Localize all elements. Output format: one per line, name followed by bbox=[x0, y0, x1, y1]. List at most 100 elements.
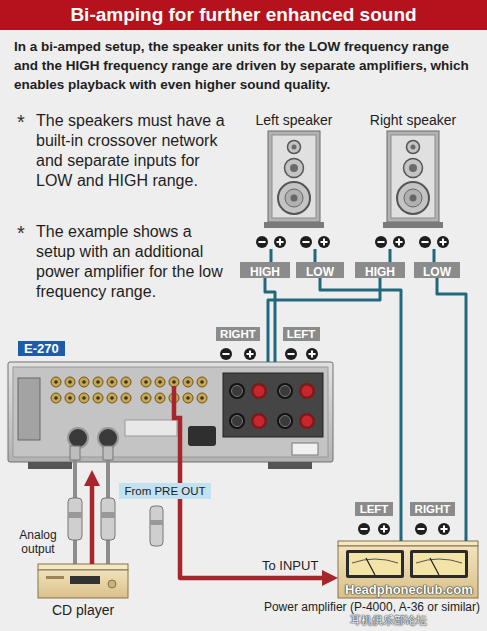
power-amplifier-body bbox=[366, 558, 375, 575]
amplifier-rear-panel bbox=[93, 377, 103, 387]
amplifier-rear-panel bbox=[223, 373, 323, 437]
balanced-cable bbox=[103, 446, 113, 460]
power-amplifier-body bbox=[338, 541, 478, 546]
channel-symbols bbox=[220, 348, 232, 360]
amplifier-rear-panel bbox=[251, 383, 267, 399]
cd-player-body bbox=[70, 576, 100, 584]
channel-symbols bbox=[358, 523, 370, 535]
amplifier-rear-panel bbox=[65, 393, 75, 403]
node-heading: CD player bbox=[52, 602, 114, 618]
power-amplifier-body bbox=[338, 546, 478, 598]
amplifier-rear-panel bbox=[65, 377, 75, 387]
amplifier-rear-panel bbox=[93, 393, 103, 403]
amplifier-rear-panel bbox=[268, 462, 312, 469]
tag-text: LOW bbox=[306, 264, 334, 280]
amplifier-rear-panel bbox=[28, 462, 72, 469]
bullet-mark: * bbox=[17, 111, 25, 133]
power-amplifier-body bbox=[352, 559, 398, 563]
balanced-cable bbox=[68, 446, 115, 566]
amplifier-rear-panel bbox=[107, 377, 117, 387]
amplifier-rear-panel bbox=[141, 393, 151, 403]
amplifier-rear-panel bbox=[169, 377, 179, 387]
cd-player-body bbox=[46, 576, 64, 579]
power-amplifier-body bbox=[346, 550, 404, 578]
speaker-wire bbox=[320, 278, 401, 541]
channel-symbols bbox=[285, 348, 297, 360]
amplifier-rear-panel bbox=[277, 413, 293, 429]
tag-text: LOW bbox=[423, 264, 451, 280]
speaker-box: Left speaker bbox=[268, 131, 320, 228]
amplifier-rear-panel bbox=[183, 377, 193, 387]
tag-text: HIGH bbox=[365, 264, 395, 280]
bullet-mark: * bbox=[17, 222, 25, 244]
amplifier-rear-panel bbox=[299, 383, 315, 399]
amplifier-rear-panel bbox=[197, 377, 207, 387]
amplifier-rear-panel bbox=[155, 393, 165, 403]
amplifier-rear-panel bbox=[197, 393, 207, 403]
amplifier-rear-panel bbox=[107, 393, 117, 403]
amplifier-rear-panel bbox=[98, 428, 118, 448]
cd-player-body bbox=[38, 564, 128, 598]
amplifier-rear-panel bbox=[68, 428, 88, 448]
node-heading: E-270 bbox=[18, 341, 65, 356]
tag-text: HIGH bbox=[250, 264, 280, 280]
channel-tag: RIGHT bbox=[216, 327, 260, 341]
amplifier-rear-panel bbox=[8, 362, 333, 470]
channel-tag: LEFT bbox=[355, 502, 393, 516]
integrated-amplifier: E-270 bbox=[8, 362, 333, 470]
amplifier-rear-panel bbox=[121, 377, 131, 387]
title-bar: Bi-amping for further enhanced sound bbox=[0, 0, 487, 30]
watermark: 耳机俱乐部论坛 bbox=[350, 614, 427, 626]
amplifier-rear-panel bbox=[251, 413, 267, 429]
terminal-tag: LOW bbox=[414, 262, 460, 278]
signal-cable bbox=[90, 482, 95, 564]
terminal-tag: LOW bbox=[296, 262, 344, 278]
cd-player-body bbox=[38, 564, 128, 570]
amplifier-rear-panel bbox=[121, 393, 131, 403]
intro-text: In a bi-amped setup, the speaker units f… bbox=[14, 37, 476, 94]
channel-tag: RIGHT bbox=[410, 502, 455, 516]
amplifier-rear-panel bbox=[141, 377, 151, 387]
note-text: The example shows a setup with an additi… bbox=[36, 222, 230, 302]
balanced-cable bbox=[101, 512, 115, 518]
speaker-box: Right speaker bbox=[387, 131, 439, 228]
watermark: Headphoneclub.com bbox=[345, 582, 473, 597]
power-amplifier-body bbox=[349, 553, 401, 575]
power-amplifier-body bbox=[413, 553, 465, 575]
amplifier-rear-panel bbox=[229, 413, 245, 429]
amplifier-rear-panel bbox=[229, 383, 245, 399]
channel-symbols bbox=[415, 523, 427, 535]
rca-cable bbox=[150, 520, 163, 525]
amplifier-rear-panel bbox=[79, 377, 89, 387]
amplifier-rear-panel bbox=[174, 386, 180, 470]
amplifier-rear-panel bbox=[79, 393, 89, 403]
note-text: The speakers must have a built-in crosso… bbox=[36, 111, 230, 191]
output-label: Analog output bbox=[10, 528, 66, 556]
power-amplifier-body bbox=[338, 541, 478, 598]
node-heading: Right speaker bbox=[370, 112, 456, 128]
channel-symbols bbox=[244, 348, 256, 360]
amplifier-rear-panel bbox=[51, 377, 61, 387]
amplifier-rear-panel bbox=[188, 426, 216, 446]
balanced-cable bbox=[68, 498, 82, 540]
channel-symbols bbox=[306, 348, 318, 360]
node-heading: Power amplifier (P-4000, A-36 or similar… bbox=[264, 600, 480, 614]
amplifier-rear-panel bbox=[18, 378, 40, 440]
amplifier-rear-panel bbox=[51, 393, 61, 403]
terminal-tag: HIGH bbox=[240, 262, 290, 278]
amplifier-rear-panel bbox=[125, 420, 177, 436]
amplifier-rear-panel bbox=[299, 413, 315, 429]
power-amplifier-body bbox=[430, 558, 439, 575]
node-heading: Left speaker bbox=[255, 112, 332, 128]
channel-symbols bbox=[378, 523, 390, 535]
amplifier-rear-panel bbox=[292, 443, 318, 455]
power-amplifier-body bbox=[410, 550, 468, 578]
channel-symbols bbox=[438, 523, 450, 535]
speaker-cabinet bbox=[375, 131, 449, 263]
amplifier-rear-panel bbox=[155, 377, 165, 387]
amplifier-rear-panel bbox=[13, 367, 328, 457]
balanced-cable bbox=[68, 512, 82, 518]
rca-cable bbox=[150, 506, 163, 546]
